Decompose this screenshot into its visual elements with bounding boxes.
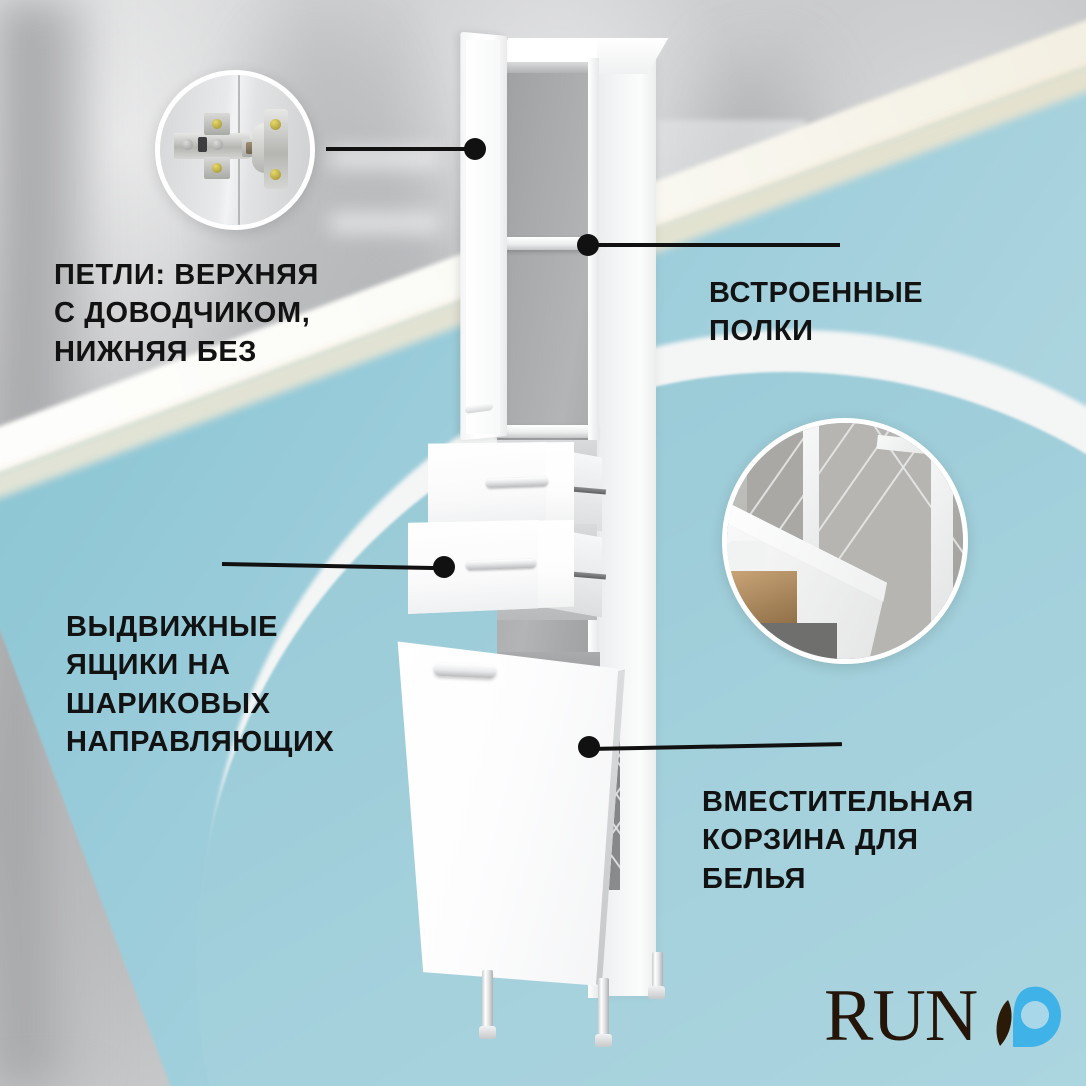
hinge-screw [270, 169, 281, 180]
callout-label-hinges: ПЕТЛИ: ВЕРХНЯЯ С ДОВОДЧИКОМ, НИЖНЯЯ БЕЗ [54, 259, 319, 368]
connector-line-hinges [326, 147, 476, 151]
hinge-screw [212, 119, 222, 129]
hinge-slot [198, 137, 207, 152]
connector-dot-hinges [464, 138, 486, 160]
connector-line-shelves [588, 243, 840, 247]
cabinet-shelf-upper [497, 237, 597, 250]
brand-droplet-icon [996, 986, 1061, 1047]
cabinet-leg-front [482, 970, 493, 1032]
callout-label-shelves: ВСТРОЕННЫЕ ПОЛКИ [709, 277, 924, 348]
cabinet-leg-back [652, 952, 663, 992]
brand-wordmark: RUN [824, 975, 978, 1057]
cabinet-upper-door-face [466, 40, 500, 434]
basket-photo-wood-floor [727, 571, 797, 633]
basket-photo-shadow [727, 623, 837, 659]
laundry-door-handle [433, 662, 497, 679]
brand-logo: RUN [824, 975, 1064, 1057]
background-shelf [330, 150, 440, 166]
basket-photo [727, 423, 963, 659]
cabinet-leg-foot [595, 1034, 612, 1047]
basket-photo-white-base [727, 541, 767, 571]
hinge-adjust-screw [182, 139, 193, 150]
hinge-photo [160, 75, 310, 225]
cabinet-top-face [497, 40, 597, 64]
basket-photo-circle [722, 418, 968, 664]
cabinet-leg-foot [648, 986, 665, 999]
connector-dot-drawers [433, 556, 455, 578]
hinge-screw [212, 163, 222, 173]
hinge-photo-circle [155, 70, 315, 230]
cabinet-leg-mid [598, 978, 609, 1040]
cabinet-leg-foot [479, 1026, 496, 1039]
cabinet-interior-top-edge [497, 62, 597, 73]
callout-label-basket: ВМЕСТИТЕЛЬНАЯ КОРЗИНА ДЛЯ БЕЛЬЯ [702, 786, 975, 895]
background-shelf [330, 215, 440, 231]
basket-frame-rail-right [931, 423, 953, 659]
laundry-tilt-door [397, 641, 625, 986]
cabinet-shelf-lower [497, 425, 597, 438]
hinge-adjust-screw [212, 139, 223, 150]
callout-label-drawers: ВЫДВИЖНЫЕ ЯЩИКИ НА ШАРИКОВЫХ НАПРАВЛЯЮЩИ… [66, 611, 335, 758]
hinge-screw [270, 119, 281, 130]
